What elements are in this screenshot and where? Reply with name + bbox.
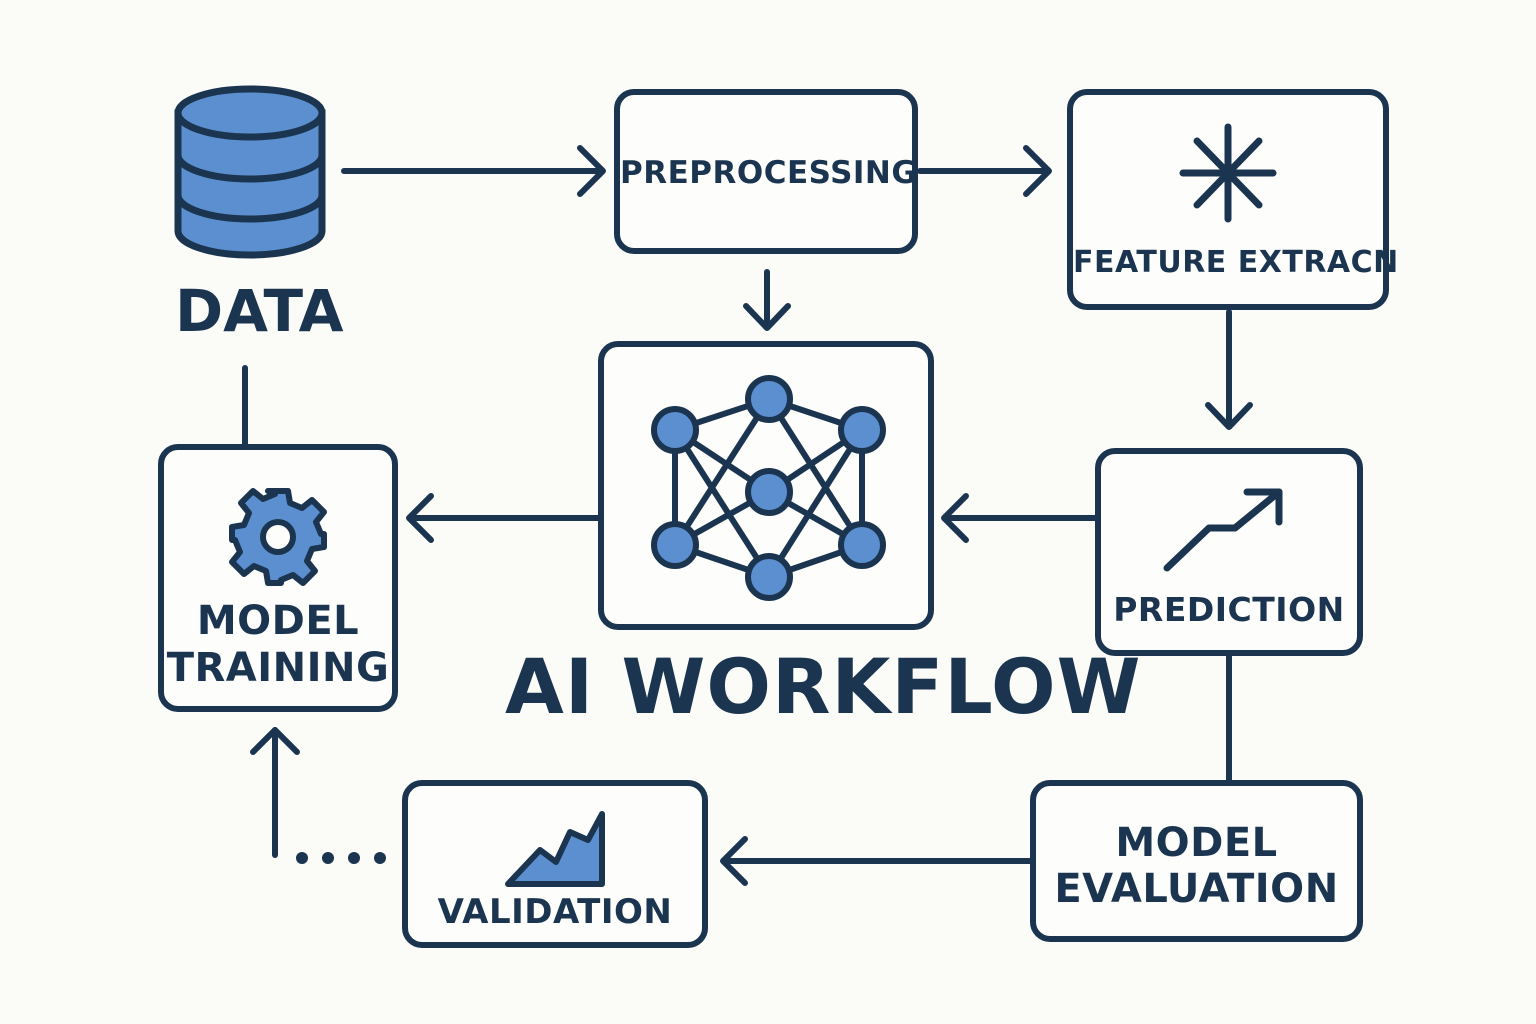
- data-label: DATA: [175, 277, 344, 345]
- gear-icon: [229, 488, 327, 586]
- arrow-feature-extraction-to-prediction: [1205, 309, 1253, 430]
- area-chart-icon: [505, 811, 605, 887]
- feature-extraction-label: FEATURE EXTRACN: [1073, 245, 1399, 280]
- database-icon: [174, 85, 326, 259]
- model-evaluation-label-line2: EVALUATION: [1054, 866, 1339, 912]
- asterisk-icon: [1179, 123, 1277, 223]
- neural-network-icon: [651, 375, 886, 601]
- model-training-node[interactable]: MODEL TRAINING: [158, 444, 398, 712]
- model-training-label-line1: MODEL: [196, 598, 360, 644]
- data-node[interactable]: DATA: [165, 85, 343, 345]
- arrow-model-evaluation-to-validation: [720, 836, 1033, 886]
- neural-network-node[interactable]: [598, 341, 934, 630]
- dotted-connector: [296, 852, 386, 864]
- arrow-neural-network-to-model-training: [406, 493, 601, 543]
- arrow-data-to-preprocessing: [341, 145, 606, 197]
- prediction-label: PREDICTION: [1113, 590, 1345, 629]
- diagram-title: AI WORKFLOW: [505, 642, 1142, 731]
- arrow-validation-to-model-training: [250, 727, 300, 858]
- validation-label: VALIDATION: [437, 892, 673, 932]
- prediction-node[interactable]: PREDICTION: [1095, 448, 1363, 656]
- model-training-label-line2: TRAINING: [166, 645, 390, 691]
- trend-arrow-icon: [1163, 488, 1283, 572]
- arrow-preprocessing-to-neural-network: [743, 269, 791, 331]
- arrow-prediction-to-neural-network: [941, 493, 1098, 543]
- model-evaluation-node[interactable]: MODEL EVALUATION: [1030, 780, 1363, 942]
- arrow-preprocessing-to-feature-extraction: [917, 145, 1052, 197]
- validation-node[interactable]: VALIDATION: [402, 780, 708, 948]
- model-evaluation-label-line1: MODEL: [1115, 820, 1278, 866]
- preprocessing-label: PREPROCESSING: [620, 155, 918, 191]
- preprocessing-node[interactable]: PREPROCESSING: [614, 89, 918, 254]
- feature-extraction-node[interactable]: FEATURE EXTRACN: [1067, 89, 1399, 310]
